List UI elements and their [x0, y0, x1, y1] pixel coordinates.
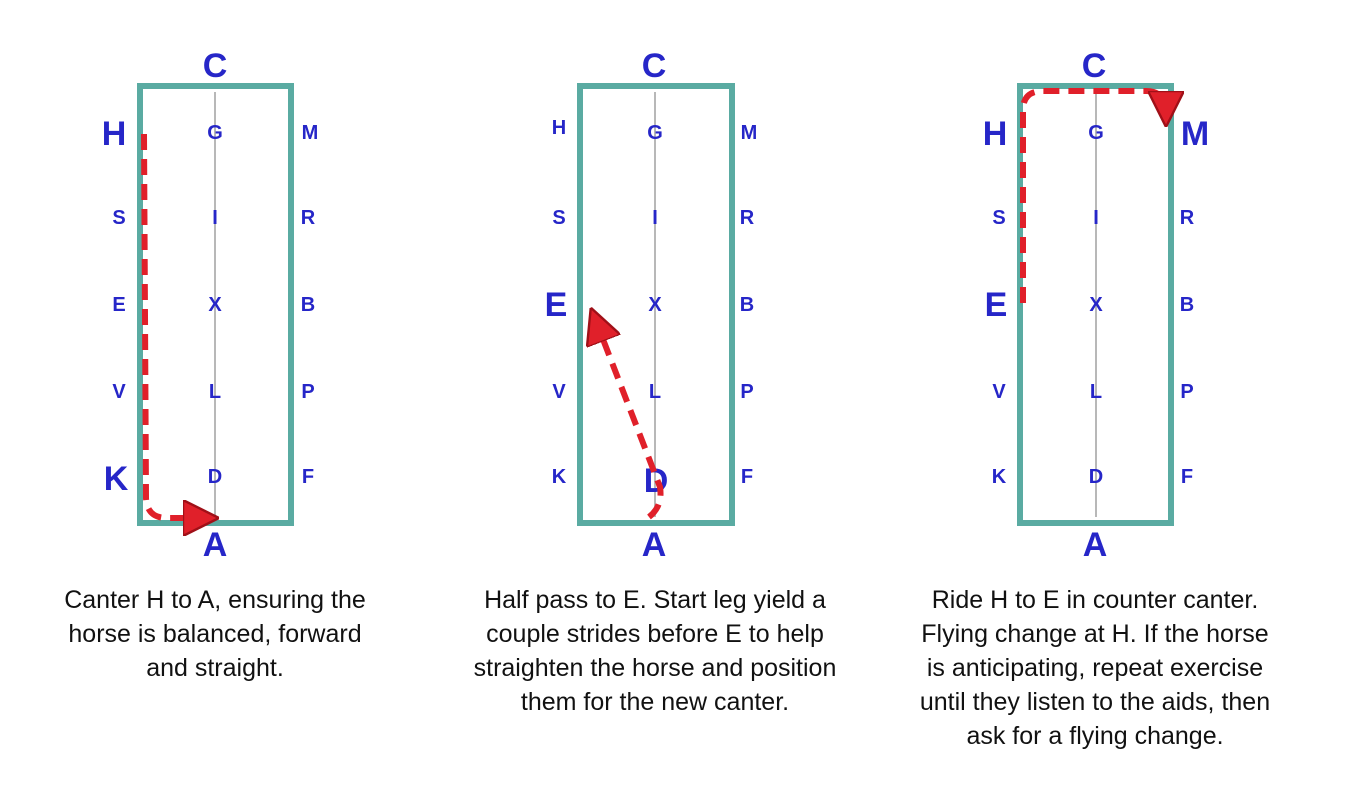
letter-b: B — [740, 294, 754, 316]
letter-r: R — [1180, 207, 1195, 229]
letter-x: X — [648, 294, 662, 316]
letter-b: B — [301, 294, 315, 316]
letter-l: L — [209, 381, 221, 403]
arena-panel-1: C A H S E V K M R B P F G I X L D — [102, 47, 319, 564]
letter-x: X — [208, 294, 222, 316]
arena-boundary — [577, 83, 735, 526]
letter-h: H — [552, 117, 566, 139]
letter-g: G — [647, 122, 663, 144]
ride-path-arrow — [141, 133, 210, 518]
ride-path-arrow — [1020, 88, 1166, 303]
letter-k: K — [992, 466, 1007, 488]
letter-b: B — [1180, 294, 1194, 316]
letter-g: G — [1088, 122, 1104, 144]
caption-line: ask for a flying change. — [966, 722, 1224, 750]
letter-h: H — [102, 115, 127, 153]
letter-r: R — [740, 207, 755, 229]
arena-boundary — [1017, 83, 1174, 526]
letter-p: P — [740, 381, 753, 403]
caption-line: straighten the horse and position — [473, 654, 837, 682]
caption-line: Flying change at H. If the horse — [921, 620, 1269, 648]
caption-panel-2: Half pass to E. Start leg yield a couple… — [435, 583, 875, 719]
letter-g: G — [207, 122, 223, 144]
caption-panel-3: Ride H to E in counter canter. Flying ch… — [875, 583, 1315, 753]
letter-i: I — [1093, 207, 1099, 229]
ride-path-arrow — [594, 316, 664, 520]
letter-c: C — [203, 47, 228, 85]
caption-line: Ride H to E in counter canter. — [931, 586, 1259, 614]
letter-d: D — [1089, 466, 1103, 488]
letter-i: I — [212, 207, 218, 229]
letter-a: A — [642, 526, 667, 564]
letter-a: A — [1083, 526, 1108, 564]
letter-r: R — [301, 207, 316, 229]
letter-e: E — [545, 286, 568, 324]
letter-k: K — [552, 466, 567, 488]
letter-v: V — [992, 381, 1006, 403]
letter-f: F — [741, 466, 753, 488]
letter-e: E — [112, 294, 125, 316]
caption-line: Canter H to A, ensuring the — [64, 586, 366, 614]
letter-s: S — [992, 207, 1005, 229]
letter-e: E — [985, 286, 1008, 324]
caption-line: is anticipating, repeat exercise — [926, 654, 1264, 682]
letter-s: S — [112, 207, 125, 229]
letter-v: V — [552, 381, 566, 403]
letter-v: V — [112, 381, 126, 403]
letter-c: C — [642, 47, 667, 85]
letter-d: D — [208, 466, 222, 488]
arena-panel-2: C A H S E V K M R B P F G I X L D — [545, 47, 758, 564]
letter-l: L — [649, 381, 661, 403]
caption-line: horse is balanced, forward — [68, 620, 362, 648]
letter-h: H — [983, 115, 1008, 153]
letter-k: K — [104, 460, 129, 498]
letter-x: X — [1089, 294, 1103, 316]
caption-line: Half pass to E. Start leg yield a — [484, 586, 826, 614]
letter-l: L — [1090, 381, 1102, 403]
letter-m: M — [302, 122, 319, 144]
letter-c: C — [1082, 47, 1107, 85]
letter-p: P — [301, 381, 314, 403]
letter-m: M — [741, 122, 758, 144]
caption-line: until they listen to the aids, then — [919, 688, 1271, 716]
letter-s: S — [552, 207, 565, 229]
letter-p: P — [1180, 381, 1193, 403]
caption-panel-1: Canter H to A, ensuring the horse is bal… — [0, 583, 435, 685]
letter-m: M — [1181, 115, 1209, 153]
letter-f: F — [1181, 466, 1193, 488]
letter-a: A — [203, 526, 228, 564]
caption-line: and straight. — [146, 654, 284, 682]
letter-f: F — [302, 466, 314, 488]
arena-panel-3: C A H S E V K M R B P F G I X L D — [983, 47, 1209, 564]
caption-line: them for the new canter. — [520, 688, 790, 716]
letter-i: I — [652, 207, 658, 229]
caption-line: couple strides before E to help — [486, 620, 824, 648]
